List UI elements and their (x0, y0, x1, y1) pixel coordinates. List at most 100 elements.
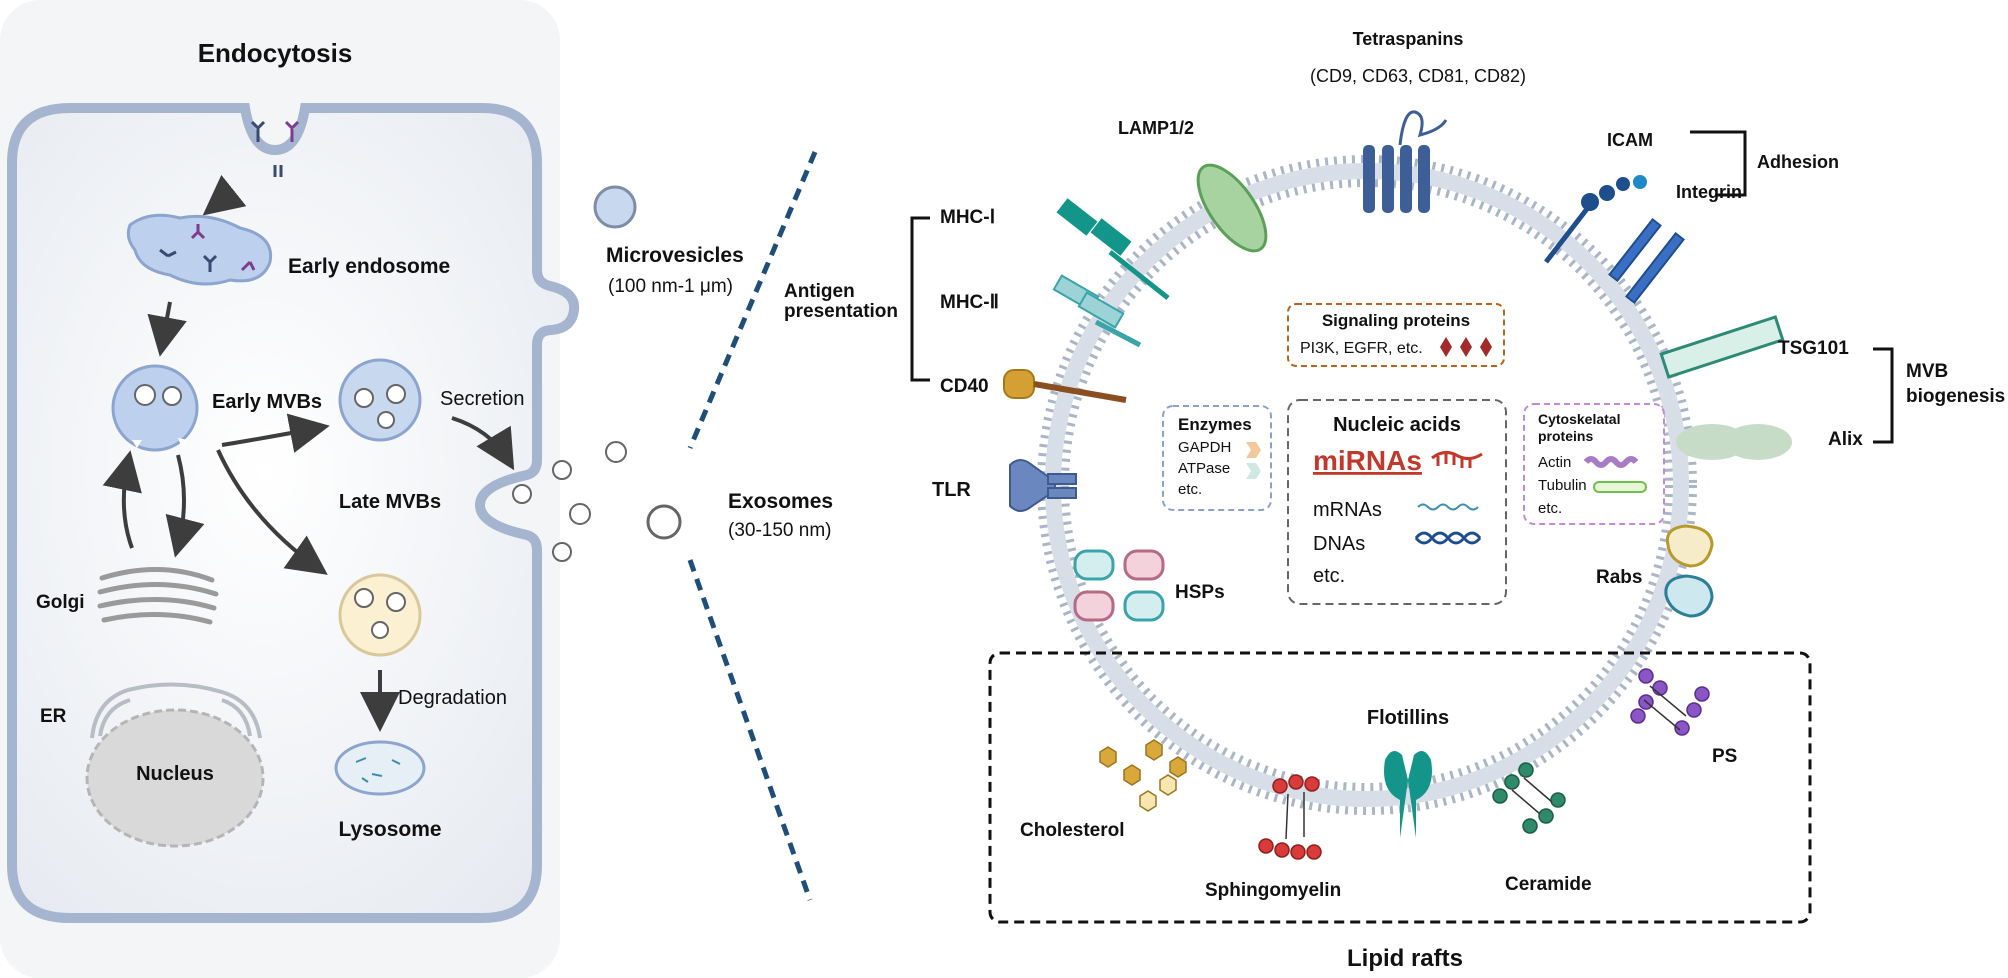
intraluminal-vesicle (386, 592, 406, 612)
alix-label: Alix (1828, 429, 1863, 450)
signaling-title: Signaling proteins (1322, 311, 1470, 330)
endocytosis-title: Endocytosis (198, 38, 353, 68)
mvb-label-line2: biogenesis (1906, 386, 2005, 407)
receptor-icon (250, 120, 300, 177)
zoom-dashed-line-top (687, 151, 818, 449)
exosome-shape (552, 542, 572, 562)
exosome-shape (552, 460, 572, 480)
actin-label: Actin (1538, 454, 1571, 471)
dna-icon (1414, 531, 1482, 545)
mirnas-label: miRNAs (1313, 445, 1422, 476)
cholesterol-icon (1099, 739, 1187, 812)
rabs-icon (1665, 524, 1714, 568)
mrnas-label: mRNAs (1313, 499, 1382, 521)
signaling-list: PI3K, EGFR, etc. (1300, 340, 1423, 357)
flotillins-label: Flotillins (1367, 707, 1449, 729)
nucleic-etc-label: etc. (1313, 565, 1345, 587)
exosomes-label: Exosomes (728, 490, 833, 513)
antigen-label-line2: presentation (784, 301, 898, 322)
zoom-dashed-line-bottom (687, 559, 813, 901)
icam-label: ICAM (1607, 130, 1653, 150)
golgi-icon (97, 566, 219, 625)
adhesion-label: Adhesion (1757, 152, 1839, 172)
hsps-label: HSPs (1175, 582, 1225, 603)
lipid-rafts-label: Lipid rafts (1347, 945, 1463, 972)
tubulin-icon (1593, 481, 1647, 493)
ceramide-label: Ceramide (1505, 874, 1592, 895)
secretion-arrow (451, 416, 515, 471)
exosome-shape (605, 441, 627, 463)
mhc1-label: MHC-Ⅰ (940, 207, 995, 228)
early-mvb-shape (111, 364, 199, 452)
golgi-label: Golgi (36, 592, 85, 613)
flotillin-icon (1384, 751, 1432, 838)
integrin-label: Integrin (1676, 182, 1742, 202)
nucleus-shape (85, 708, 265, 848)
cd40-label: CD40 (940, 376, 989, 397)
antigen-bracket (910, 216, 930, 382)
degradation-label: Degradation (398, 687, 507, 709)
lysosome-label: Lysosome (338, 818, 441, 841)
tsg101-icon (1659, 315, 1785, 379)
early-endosome-label: Early endosome (288, 255, 450, 278)
cholesterol-label: Cholesterol (1020, 820, 1125, 841)
cyto-title-line1: Cytoskelatal (1538, 411, 1620, 427)
golgi-up-arrow (102, 450, 142, 549)
cyto-title-line2: proteins (1538, 428, 1593, 444)
enzymes-title: Enzymes (1178, 415, 1252, 434)
early-mvbs-label: Early MVBs (212, 391, 322, 413)
mvb-label-line1: MVB (1906, 361, 1948, 382)
exosome-shape (512, 484, 532, 504)
to-lysosome-arrow (216, 449, 328, 575)
gapdh-icon (1246, 442, 1261, 458)
membrane-outer-ring (1037, 155, 1697, 815)
nucleic-acids-box (1287, 399, 1507, 605)
mhc2-label: MHC-Ⅱ (940, 292, 999, 313)
lamp-icon (1196, 163, 1268, 253)
sphingomyelin-icon (1258, 774, 1322, 860)
atpase-icon (1246, 463, 1261, 479)
alix-icon (1724, 424, 1792, 460)
ps-icon (1630, 668, 1710, 736)
tlr-label: TLR (932, 479, 971, 501)
lamp-label: LAMP1/2 (1118, 118, 1194, 138)
adhesion-bracket (1690, 130, 1747, 197)
lysosome-contents-icon (355, 757, 401, 783)
tsg101-label: TSG101 (1778, 338, 1849, 359)
golgi-down-arrow (165, 454, 205, 558)
lysosome-shape (334, 740, 426, 796)
ps-label: PS (1712, 746, 1737, 767)
signaling-protein-icon (1440, 337, 1492, 357)
early-endosome-shape (126, 213, 273, 286)
enzyme-1-label: GAPDH (1178, 439, 1231, 456)
endocytosis-arrow (202, 174, 247, 216)
tetraspanins-list: (CD9, CD63, CD81, CD82) (1310, 66, 1526, 86)
exosome-shape (569, 503, 591, 525)
tubulin-label: Tubulin (1538, 477, 1587, 494)
rabs-icon (1664, 574, 1714, 618)
intraluminal-vesicle (134, 384, 156, 406)
budding-icon (132, 438, 188, 448)
er-icon (90, 682, 262, 739)
mvb-to-lysosome-shape (338, 573, 422, 657)
mvb-bracket (1873, 347, 1894, 444)
intraluminal-vesicle (354, 588, 374, 608)
to-late-mvb-arrow (221, 413, 330, 453)
enzyme-3-label: etc. (1178, 481, 1202, 498)
mhc2-icon (1052, 274, 1142, 348)
tetraspanins-label: Tetraspanins (1353, 29, 1464, 49)
nucleic-acids-title: Nucleic acids (1333, 414, 1461, 436)
intraluminal-vesicle (371, 621, 389, 639)
tetraspanin-icon (1363, 110, 1448, 213)
microvesicles-size-label: (100 nm-1 μm) (608, 276, 733, 297)
antigen-label-line1: Antigen (784, 281, 855, 302)
integrin-icon (1608, 217, 1685, 305)
exosome-detail: Tetraspanins (CD9, CD63, CD81, CD82) LAM… (910, 29, 2005, 972)
secreted-exosomes (512, 441, 627, 562)
er-label: ER (40, 706, 67, 727)
enzyme-2-label: ATPase (1178, 460, 1230, 477)
lipid-rafts-box (988, 651, 1812, 924)
late-mvb-shape (338, 358, 422, 442)
